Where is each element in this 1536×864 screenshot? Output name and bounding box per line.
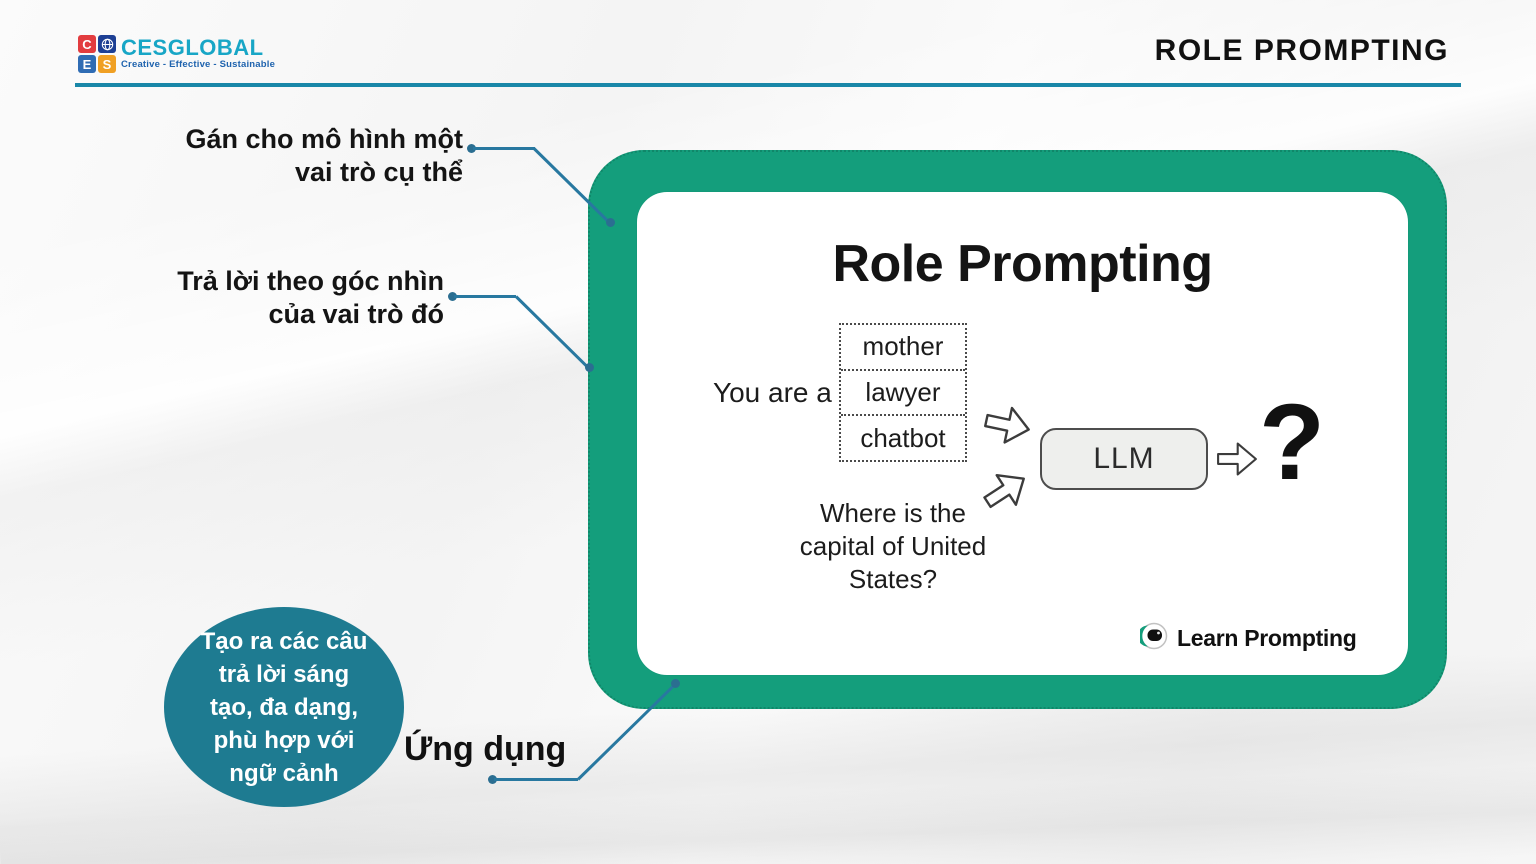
user-question-line1: Where is the [820,498,966,528]
user-question-line2: capital of United [799,531,987,561]
benefit-line4: phù hợp với [213,726,355,754]
callout-assign-role: Gán cho mô hình một vai trò cụ thể [103,123,464,189]
connector-dot [606,218,615,227]
benefit-line1: Tạo ra các câu [200,627,368,655]
callout-perspective-line1: Trả lời theo góc nhìn [177,266,444,296]
role-item-mother: mother [862,331,944,362]
role-prompting-card: Role Prompting You are a mother lawyer c… [637,192,1408,675]
cesglobal-logo: C E S [78,35,116,73]
green-frame: Role Prompting You are a mother lawyer c… [588,150,1447,709]
prompt-prefix-text: You are a [713,377,832,408]
connector-dot [671,679,680,688]
card-title: Role Prompting [832,235,1213,293]
role-item-lawyer: lawyer [841,368,965,415]
header-divider [75,83,1461,87]
logo-tile-e: E [78,55,96,73]
connector-dot [585,363,594,372]
learn-prompting-icon [1137,622,1168,650]
brand-tagline: Creative - Effective - Sustainable [121,59,276,70]
roles-list: mother lawyer chatbot [839,323,967,462]
callout-assign-role-line2: vai trò cụ thể [294,157,463,187]
logo-tile-s: S [98,55,116,73]
user-question-text: Where is the capital of United States? [757,497,1029,596]
user-question-line3: States? [848,564,938,594]
arrow-right-icon [1216,439,1258,484]
role-item-chatbot: chatbot [841,414,965,460]
benefit-line3: tạo, đa dạng, [209,693,358,721]
benefit-line5: ngữ cảnh [229,759,339,787]
callout-perspective: Trả lời theo góc nhìn của vai trò đó [84,265,444,331]
connector-line [454,295,516,298]
connector-line [514,295,591,370]
application-label: Ứng dụng [404,730,567,768]
logo-tile-c: C [78,35,96,53]
llm-box: LLM [1040,428,1208,490]
connector-dot [488,775,497,784]
connector-line [494,778,578,781]
callout-assign-role-line1: Gán cho mô hình một [185,124,464,154]
callout-perspective-line2: của vai trò đó [268,299,444,329]
brand-name: CESGLOBAL [121,35,264,60]
page-title: ROLE PROMPTING [1154,34,1449,67]
arrow-right-icon [978,399,1035,457]
question-mark-output: ? [1259,381,1325,502]
globe-icon [98,35,116,53]
benefit-line2: trả lời sáng [218,660,350,688]
learn-prompting-brand: Learn Prompting [1177,625,1357,651]
connector-line [473,147,535,150]
benefit-circle: Tạo ra các câu trả lời sáng tạo, đa dạng… [164,607,404,807]
